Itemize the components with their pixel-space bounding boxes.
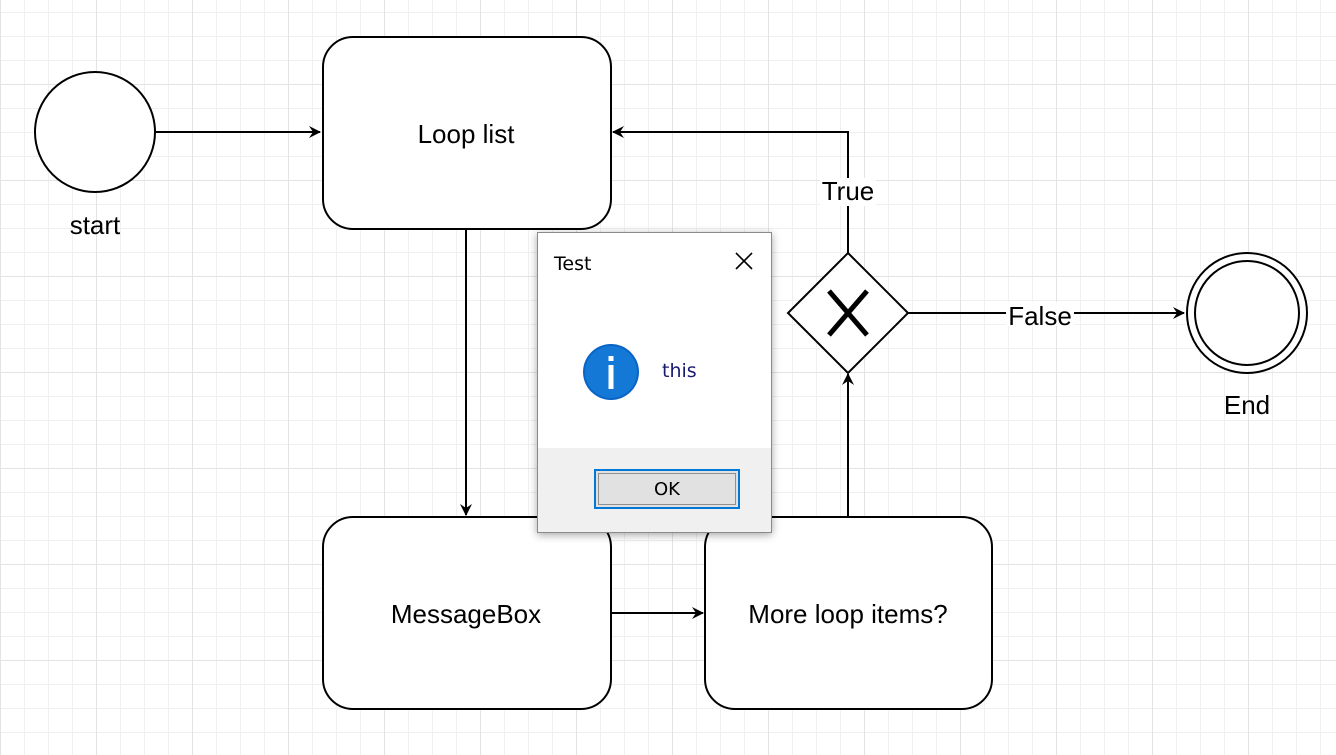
false-label-bg bbox=[1006, 302, 1074, 326]
x-mark-icon bbox=[827, 289, 869, 337]
more-loop-items-task[interactable] bbox=[704, 516, 993, 710]
messagebox-label: MessageBox bbox=[391, 599, 541, 629]
start-label: start bbox=[70, 210, 121, 240]
end-label: End bbox=[1224, 390, 1270, 420]
dialog-message: this bbox=[662, 360, 697, 382]
dialog-title: Test bbox=[554, 253, 592, 275]
loop-list-label: Loop list bbox=[418, 119, 516, 149]
more-loop-items-label: More loop items? bbox=[748, 599, 947, 629]
loop-list-task[interactable] bbox=[322, 36, 612, 230]
dialog-footer: OK bbox=[538, 448, 771, 532]
edge-gateway-true[interactable] bbox=[612, 126, 849, 253]
end-event[interactable] bbox=[1186, 252, 1308, 374]
dialog-titlebar[interactable]: Test bbox=[538, 233, 771, 293]
info-icon bbox=[582, 343, 640, 401]
edge-true-label[interactable]: True bbox=[822, 176, 875, 206]
true-label-bg bbox=[820, 178, 876, 206]
close-icon[interactable] bbox=[729, 247, 759, 277]
messagebox-task[interactable] bbox=[322, 516, 612, 710]
exclusive-gateway[interactable] bbox=[786, 251, 910, 375]
ok-button[interactable]: OK bbox=[594, 469, 740, 509]
edge-false-label[interactable]: False bbox=[1008, 301, 1072, 331]
message-dialog[interactable]: Test this OK bbox=[537, 232, 772, 533]
start-event[interactable] bbox=[34, 71, 156, 193]
